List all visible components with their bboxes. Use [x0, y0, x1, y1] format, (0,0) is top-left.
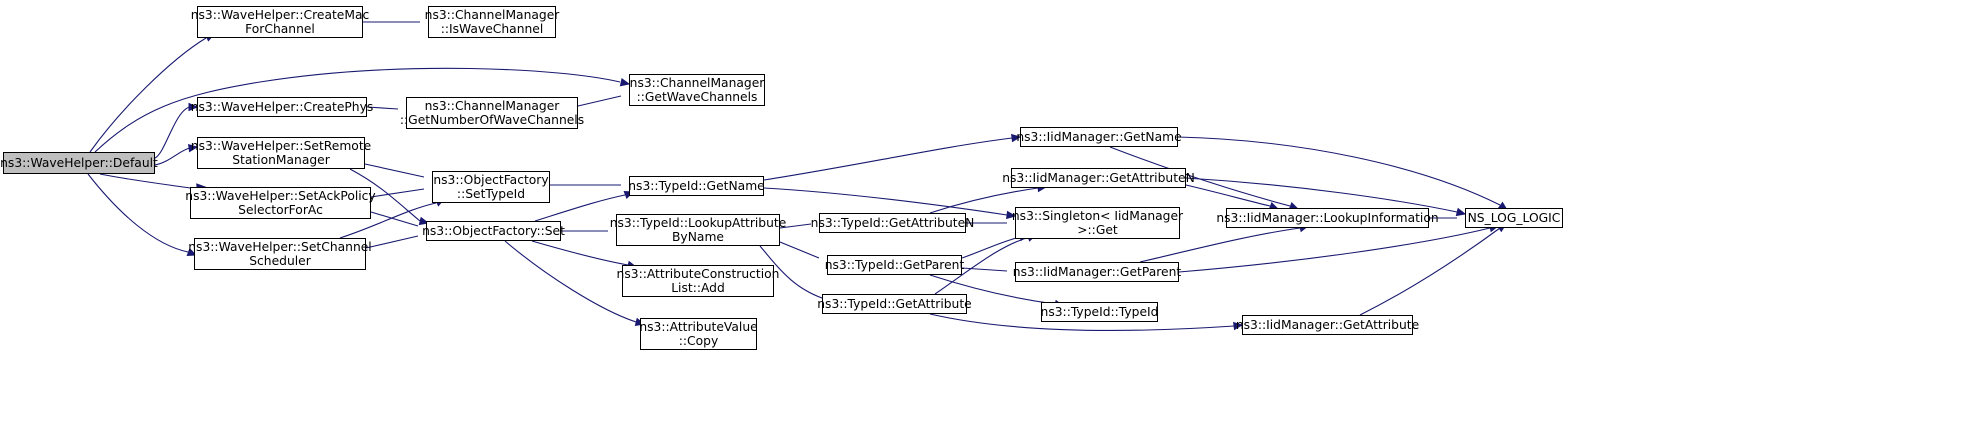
node-attributeconstructionlist-add[interactable]: ns3::AttributeConstruction List::Add: [616, 265, 780, 297]
edge-setack-ofset: [370, 211, 419, 227]
node-wavehelper-setackpolicyselectorforac[interactable]: ns3::WaveHelper::SetAckPolicy SelectorFo…: [185, 187, 376, 219]
edge-getattrn-iidgetattrn: [929, 187, 1039, 214]
edge-iidgetattrn-nslog: [1185, 177, 1458, 213]
edge-default-createphys: [154, 106, 191, 159]
edge-iidgetname-nslog: [1177, 136, 1501, 206]
edge-default-getwavechannels-arrowhead: [619, 77, 631, 87]
edge-default-getwavechannels: [94, 67, 621, 153]
edge-setremote-settypeid: [364, 163, 425, 178]
edge-iidgetattrn-lookup: [1185, 184, 1271, 207]
node-typeid-typeid[interactable]: ns3::TypeId::TypeId: [1041, 302, 1158, 322]
edge-default-setchannel-arrowhead: [186, 248, 198, 257]
node-channelmanager-iswavechannel[interactable]: ns3::ChannelManager ::IsWaveChannel: [424, 6, 560, 38]
edge-setchannel-ofset: [365, 235, 419, 249]
node-wavehelper-createphys[interactable]: ns3::WaveHelper::CreatePhys: [191, 97, 373, 117]
edge-getparent-typeid: [929, 274, 1056, 305]
edge-default-setack: [99, 173, 191, 189]
edge-getname-singleton-arrowhead: [1006, 210, 1017, 220]
edge-lookupattr-getparent: [779, 241, 820, 259]
node-singleton-iidmanager-get[interactable]: ns3::Singleton< IidManager >::Get: [1011, 207, 1184, 239]
node-iidmanager-getparent[interactable]: ns3::IidManager::GetParent: [1013, 262, 1181, 282]
edge-getattr-singleton: [934, 236, 1031, 295]
node-iidmanager-getname[interactable]: ns3::IidManager::GetName: [1016, 127, 1182, 147]
edge-setchannel-settypeid: [339, 202, 437, 239]
node-wavehelper-createmacforchannel[interactable]: ns3::WaveHelper::CreateMac ForChannel: [190, 6, 370, 38]
node-iidmanager-getattributen[interactable]: ns3::IidManager::GetAttributeN: [1002, 168, 1195, 188]
edge-createphys-getnumwave: [366, 106, 399, 110]
edge-getname-singleton: [763, 187, 1008, 216]
node-objectfactory-set[interactable]: ns3::ObjectFactory::Set: [422, 221, 565, 241]
edge-iidgetparent-nslog: [1178, 227, 1491, 273]
edge-setremote-ofset: [349, 168, 421, 222]
node-iidmanager-getattribute[interactable]: ns3::IidManager::GetAttribute: [1236, 315, 1419, 335]
node-typeid-getparent[interactable]: ns3::TypeId::GetParent: [825, 255, 964, 275]
edge-default-setchannel: [87, 173, 189, 253]
edge-getparent-iidgetparent: [961, 267, 1008, 272]
edge-lookupattr-getattrn: [779, 223, 812, 229]
edge-getattr-iidgetattr-arrowhead: [1233, 321, 1244, 331]
edge-setack-settypeid: [370, 188, 425, 198]
edge-iidgetattrn-nslog-arrowhead: [1455, 207, 1467, 217]
node-typeid-lookupattributebyname[interactable]: ns3::TypeId::LookupAttribute ByName: [609, 214, 787, 246]
node-iidmanager-lookupinformation[interactable]: ns3::IidManager::LookupInformation: [1216, 208, 1439, 228]
node-channelmanager-getnumberofwavechannels[interactable]: ns3::ChannelManager ::GetNumberOfWaveCha…: [399, 97, 585, 129]
node-objectfactory-settypeid[interactable]: ns3::ObjectFactory ::SetTypeId: [432, 171, 550, 203]
node-typeid-getname[interactable]: ns3::TypeId::GetName: [628, 176, 765, 196]
edge-getname-iidgetname-arrowhead: [1011, 133, 1022, 143]
edge-ofset-avcopy: [504, 240, 637, 323]
node-ns-log-logic[interactable]: NS_LOG_LOGIC: [1465, 208, 1563, 228]
edge-getname-iidgetname: [763, 137, 1013, 181]
node-wavehelper-default: ns3::WaveHelper::Default: [0, 152, 158, 174]
node-typeid-getattributen[interactable]: ns3::TypeId::GetAttributeN: [811, 213, 974, 233]
edge-getnumwave-getwave: [577, 95, 622, 107]
edge-default-setremote-arrowhead: [187, 143, 199, 153]
node-attributevalue-copy[interactable]: ns3::AttributeValue ::Copy: [639, 318, 758, 350]
edge-getattr-iidgetattr: [929, 313, 1235, 331]
node-wavehelper-setchannelscheduler[interactable]: ns3::WaveHelper::SetChannel Scheduler: [188, 238, 372, 270]
edge-lookupattr-getattr: [759, 245, 829, 301]
edge-setremote-ofset-arrowhead: [418, 216, 430, 226]
edge-default-setremote: [154, 147, 191, 166]
edge-iidgetattr-nslog: [1359, 227, 1501, 316]
edge-ofset-aclist: [531, 240, 629, 266]
node-channelmanager-getwavechannels[interactable]: ns3::ChannelManager ::GetWaveChannels: [629, 74, 765, 106]
edge-default-createphys-arrowhead: [188, 102, 199, 112]
edge-iidgetparent-lookup: [1139, 227, 1301, 263]
edge-default-createmac: [89, 37, 207, 153]
node-typeid-getattribute[interactable]: ns3::TypeId::GetAttribute: [817, 294, 972, 314]
edge-ofset-getname: [534, 194, 626, 222]
node-wavehelper-setremotestationmanager[interactable]: ns3::WaveHelper::SetRemote StationManage…: [190, 137, 372, 169]
